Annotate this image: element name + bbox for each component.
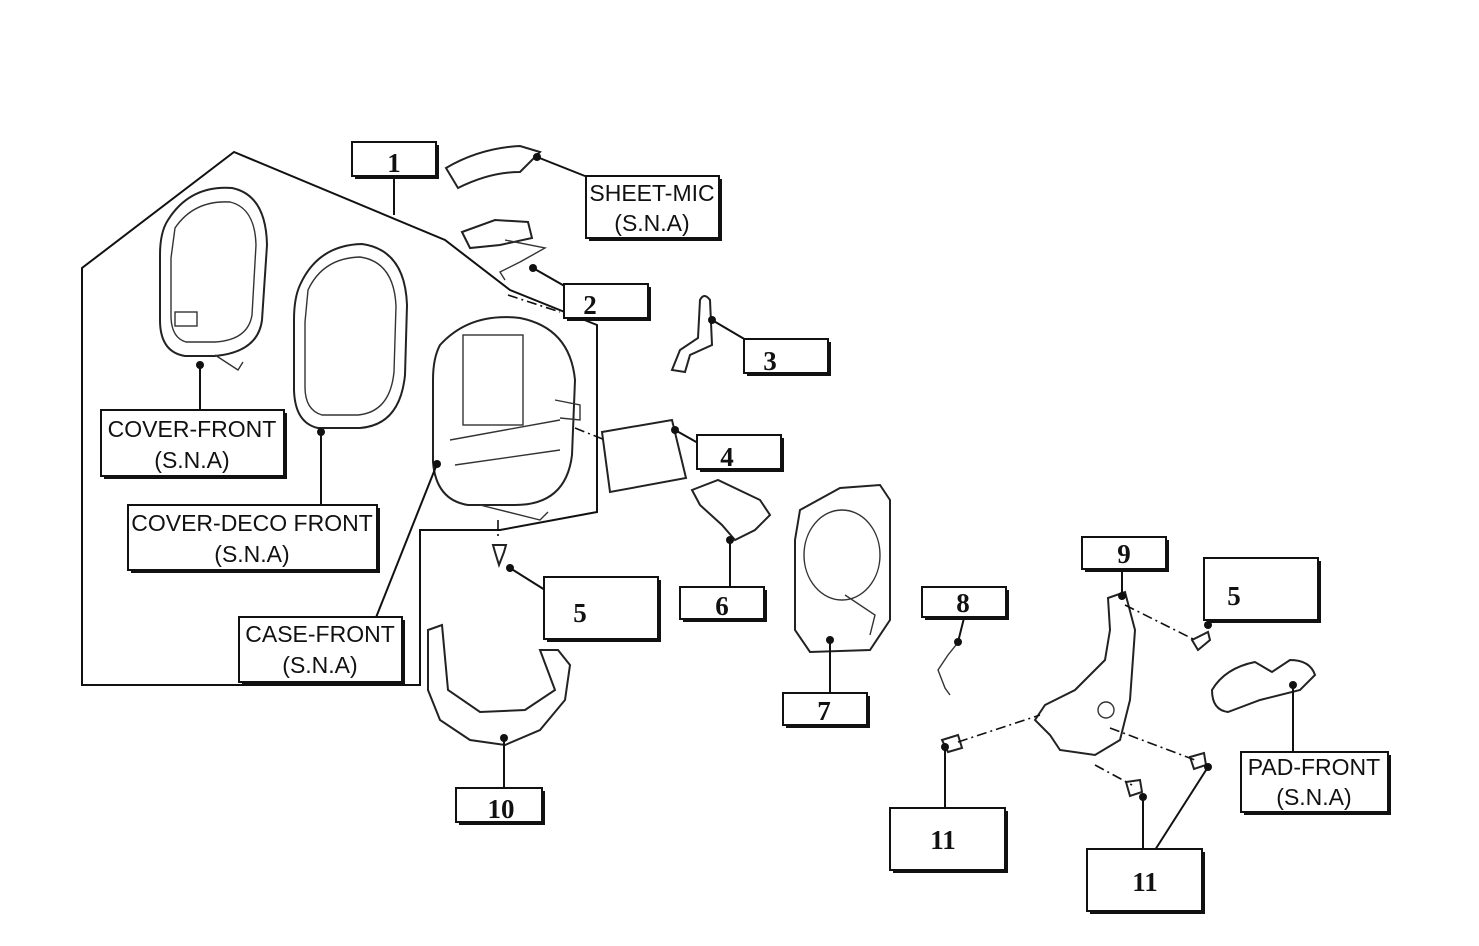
label-cover-front-sna: (S.N.A)	[154, 447, 229, 473]
pad-front-part	[1210, 658, 1317, 714]
label-sheet-mic-sna: (S.N.A)	[614, 210, 689, 236]
callout-5-center: 5	[543, 576, 661, 642]
callout-2: 2	[563, 283, 651, 321]
cover-front-part	[159, 186, 269, 371]
callout-5-right: 5	[1203, 557, 1321, 623]
flex-connector-part	[460, 218, 547, 281]
side-bracket-part	[1033, 590, 1137, 757]
leader-lines	[199, 156, 1294, 851]
callout-6: 6	[679, 586, 767, 622]
alignment-lines	[497, 294, 1196, 786]
callout-4: 4	[696, 434, 784, 472]
callout-8: 8	[921, 586, 1009, 620]
label-sheet-mic-name: SHEET-MIC	[589, 180, 714, 206]
callout-6-number: 6	[715, 591, 729, 621]
label-case-front: CASE-FRONT (S.N.A)	[238, 616, 405, 685]
callout-7: 7	[782, 692, 870, 728]
case-front-part	[432, 316, 581, 521]
cover-deco-front-part	[293, 242, 409, 429]
callout-9-number: 9	[1117, 539, 1131, 569]
frame-part	[794, 483, 891, 654]
callout-3-number: 3	[763, 346, 777, 376]
callout-1-number: 1	[387, 148, 401, 178]
callout-1: 1	[351, 141, 439, 179]
leader-dots	[196, 153, 1297, 801]
plate-part	[600, 418, 688, 494]
callout-5-right-number: 5	[1227, 581, 1241, 611]
screw-parts	[491, 544, 1212, 798]
callout-11-right-number: 11	[1132, 867, 1158, 897]
callout-9: 9	[1081, 536, 1169, 572]
label-cover-deco-front-name: COVER-DECO FRONT	[131, 510, 373, 536]
label-case-front-name: CASE-FRONT	[245, 621, 395, 647]
callout-7-number: 7	[817, 696, 831, 726]
callout-10-number: 10	[488, 794, 515, 824]
callout-8-number: 8	[956, 588, 970, 618]
callout-4-number: 4	[720, 442, 734, 472]
label-cover-front: COVER-FRONT (S.N.A)	[100, 409, 287, 479]
callout-10: 10	[455, 787, 545, 825]
callout-2-number: 2	[583, 290, 597, 320]
callout-5-center-number: 5	[573, 598, 587, 628]
lever-part	[690, 478, 772, 542]
label-cover-deco-front: COVER-DECO FRONT (S.N.A)	[127, 504, 380, 573]
callout-11-left-number: 11	[930, 825, 956, 855]
label-pad-front: PAD-FRONT (S.N.A)	[1240, 751, 1391, 815]
callout-11-left: 11	[889, 807, 1008, 873]
label-cover-front-name: COVER-FRONT	[108, 416, 277, 442]
bracket-part	[670, 295, 714, 374]
label-sheet-mic: SHEET-MIC (S.N.A)	[585, 175, 722, 241]
assembly-group-outline	[81, 150, 598, 686]
callout-3: 3	[743, 338, 831, 376]
label-cover-deco-front-sna: (S.N.A)	[214, 541, 289, 567]
callout-11-right: 11	[1086, 848, 1205, 914]
sheet-mic-part	[444, 144, 542, 190]
spring-part	[937, 639, 961, 696]
lower-cover-part	[427, 623, 572, 747]
label-pad-front-sna: (S.N.A)	[1276, 784, 1351, 810]
label-pad-front-name: PAD-FRONT	[1248, 754, 1380, 780]
label-case-front-sna: (S.N.A)	[282, 652, 357, 678]
